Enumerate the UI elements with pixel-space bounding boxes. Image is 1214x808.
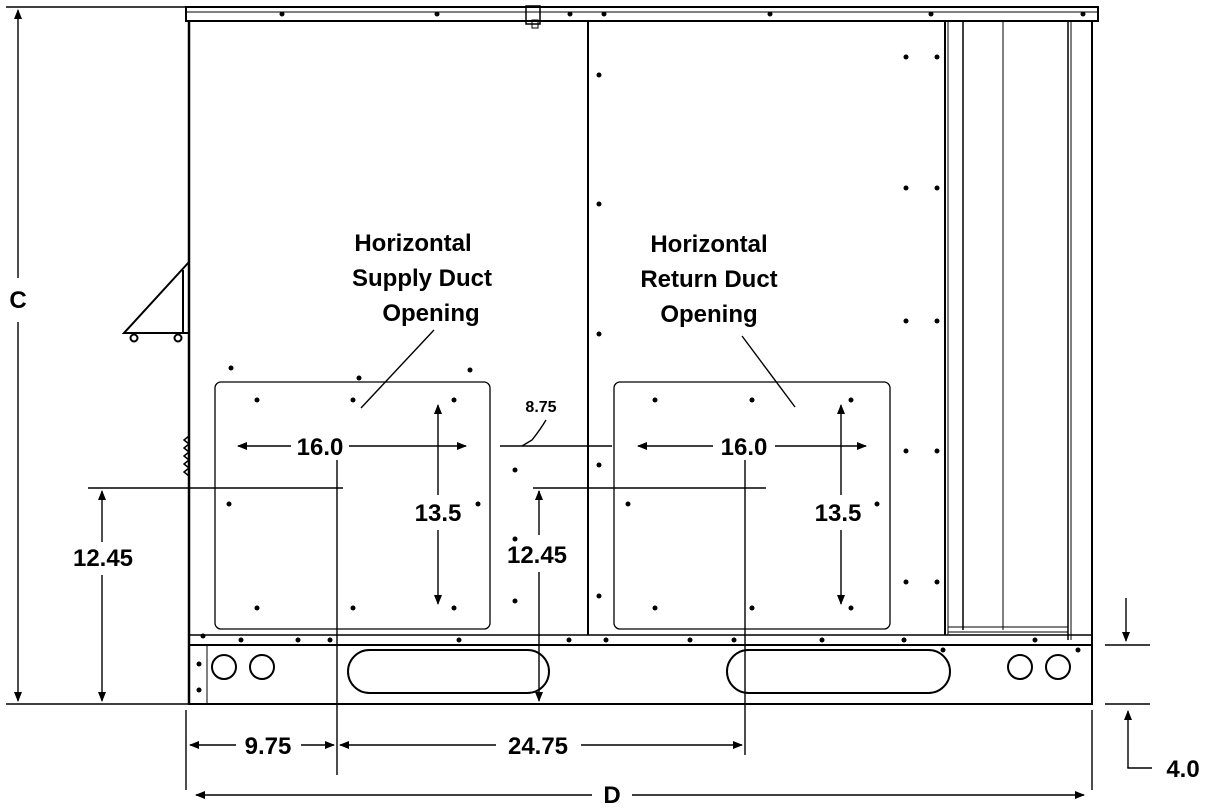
center-spacing-label: 24.75 <box>508 733 568 760</box>
supply-label-line-1: Horizontal <box>354 230 471 257</box>
base-rail-label: 4.0 <box>1166 756 1199 783</box>
return-center-height-label: 12.45 <box>507 542 567 569</box>
base-rail-cutouts <box>211 649 1071 694</box>
gap-label: 8.75 <box>525 399 556 416</box>
forklift-slot <box>347 649 550 694</box>
height-label: C <box>9 287 26 314</box>
fasteners <box>196 11 1086 693</box>
forklift-slot <box>726 649 951 694</box>
forklift-hole <box>1007 654 1033 680</box>
base-rail <box>188 644 1093 705</box>
return-label-line-2: Return Duct <box>640 266 777 293</box>
side-bracket <box>121 259 191 477</box>
return-duct-label: Horizontal Return Duct Opening <box>640 231 777 328</box>
return-height-label: 13.5 <box>815 500 862 527</box>
dimension-lines <box>6 6 1152 799</box>
top-cap <box>185 6 1099 22</box>
supply-duct-opening <box>214 381 491 630</box>
supply-label-line-3: Opening <box>382 300 479 327</box>
left-offset-label: 9.75 <box>245 733 292 760</box>
supply-height-label: 13.5 <box>415 500 462 527</box>
supply-label-line-2: Supply Duct <box>352 265 492 292</box>
return-label-line-1: Horizontal <box>650 231 767 258</box>
return-width-label: 16.0 <box>721 434 768 461</box>
return-duct-opening <box>613 381 891 630</box>
forklift-hole <box>211 654 237 680</box>
width-label: D <box>603 782 620 803</box>
supply-width-label: 16.0 <box>297 434 344 461</box>
forklift-hole <box>1045 654 1071 680</box>
supply-center-height-label: 12.45 <box>73 545 133 572</box>
supply-duct-label: Horizontal Supply Duct Opening <box>352 230 492 327</box>
unit-cabinet <box>185 5 1099 705</box>
return-label-line-3: Opening <box>660 301 757 328</box>
forklift-hole <box>249 654 275 680</box>
dimension-labels: C D 16.0 16.0 13.5 13.5 12.45 12.45 8.75… <box>9 287 1199 808</box>
